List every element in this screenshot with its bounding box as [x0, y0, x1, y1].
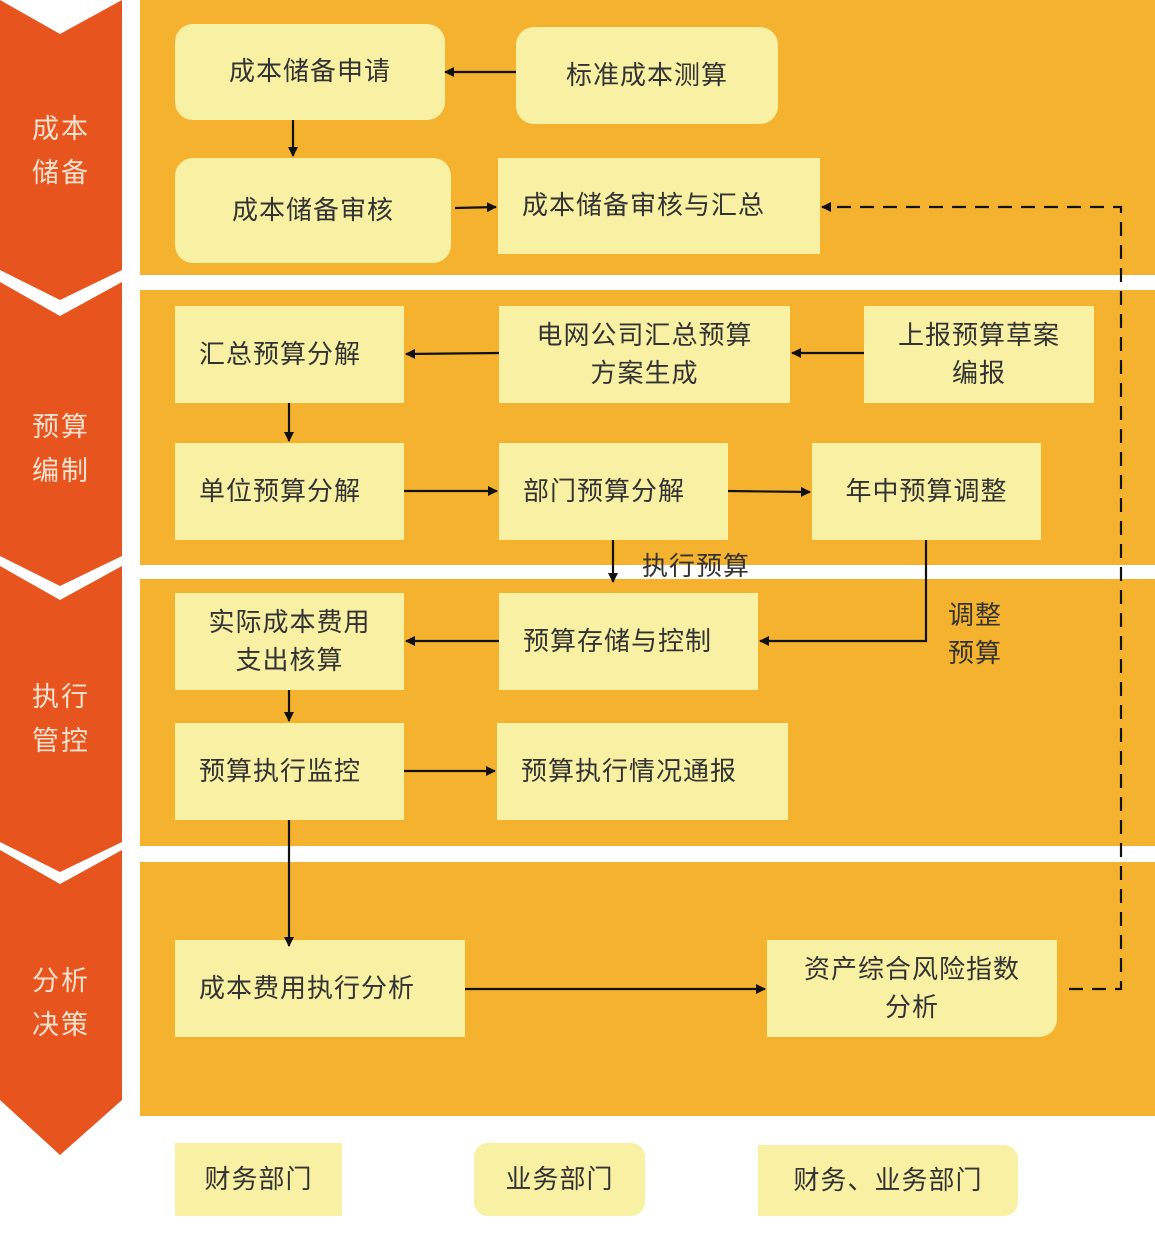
box-standard-cost-calc: 标准成本测算 [516, 27, 778, 124]
box-actual-cost-accounting: 实际成本费用 支出核算 [175, 593, 404, 690]
legend-finance-business-dept-text: 财务、业务部门 [793, 1165, 983, 1196]
box-cost-reserve-review-summary-text: 成本储备审核与汇总 [522, 191, 766, 221]
box-dept-budget-decompose-text: 部门预算分解 [523, 476, 686, 507]
legend-finance-business-dept: 财务、业务部门 [758, 1145, 1018, 1216]
box-cost-reserve-review-summary: 成本储备审核与汇总 [498, 158, 820, 254]
arrow-dept-to-midyear [727, 486, 811, 497]
stage-label-execution-control: 执行 管控 [32, 682, 90, 757]
box-asset-risk-index-analysis: 资产综合风险指数 分析 [767, 940, 1057, 1037]
box-cost-reserve-review: 成本储备审核 [175, 158, 451, 263]
stage-label-budget-compile: 预算 编制 [32, 412, 90, 487]
box-standard-cost-calc-text: 标准成本测算 [565, 60, 728, 91]
box-grid-company-summary-budget-text: 电网公司汇总预算 方案生成 [536, 320, 753, 389]
arrow-grid-to-summary-decompose [405, 348, 500, 359]
stage-label-cost-reserve: 成本 储备 [32, 114, 90, 189]
box-unit-budget-decompose: 单位预算分解 [175, 443, 404, 540]
box-cost-expense-analysis-text: 成本费用执行分析 [199, 973, 416, 1004]
annotation-execute-budget: 执行预算 [642, 552, 751, 582]
arrow-midyear-to-storage [759, 540, 928, 646]
box-cost-reserve-apply-text: 成本储备申请 [228, 57, 391, 87]
box-summary-budget-decompose-text: 汇总预算分解 [199, 339, 362, 370]
box-budget-execution-monitor: 预算执行监控 [175, 723, 404, 820]
box-dept-budget-decompose: 部门预算分解 [499, 443, 728, 540]
box-actual-cost-accounting-text: 实际成本费用 支出核算 [208, 607, 371, 676]
box-cost-reserve-apply: 成本储备申请 [175, 24, 445, 120]
annotation-adjust-budget: 调整 预算 [948, 601, 1003, 669]
box-budget-storage-control-text: 预算存储与控制 [523, 626, 713, 657]
box-budget-execution-report: 预算执行情况通报 [497, 723, 788, 820]
stage-chevron-analysis-decision [0, 850, 122, 1155]
box-midyear-budget-adjust: 年中预算调整 [812, 443, 1041, 540]
legend-business-dept: 业务部门 [474, 1143, 645, 1216]
box-summary-budget-decompose: 汇总预算分解 [175, 306, 404, 403]
box-midyear-budget-adjust-text: 年中预算调整 [845, 476, 1008, 507]
box-cost-reserve-review-text: 成本储备审核 [231, 195, 394, 226]
box-grid-company-summary-budget: 电网公司汇总预算 方案生成 [499, 306, 790, 403]
stage-chevron-execution-control [0, 566, 122, 872]
legend-finance-dept: 财务部门 [175, 1143, 342, 1216]
box-cost-expense-analysis: 成本费用执行分析 [175, 940, 465, 1037]
stage-chevron-budget-compile [0, 282, 122, 586]
arrow-review-to-summary [454, 202, 497, 213]
arrow-dashed-risk-to-summary [821, 202, 1123, 991]
legend-finance-dept-text: 财务部门 [204, 1164, 313, 1195]
box-budget-storage-control: 预算存储与控制 [499, 593, 758, 690]
box-report-budget-draft: 上报预算草案 编报 [864, 306, 1094, 403]
box-report-budget-draft-text: 上报预算草案 编报 [897, 320, 1060, 389]
box-unit-budget-decompose-text: 单位预算分解 [199, 476, 362, 507]
box-budget-execution-report-text: 预算执行情况通报 [521, 756, 738, 787]
stage-label-analysis-decision: 分析 决策 [32, 966, 90, 1041]
stage-chevron-cost-reserve [0, 0, 122, 300]
box-budget-execution-monitor-text: 预算执行监控 [199, 756, 362, 787]
box-asset-risk-index-analysis-text: 资产综合风险指数 分析 [803, 954, 1020, 1023]
legend-business-dept-text: 业务部门 [505, 1164, 614, 1195]
